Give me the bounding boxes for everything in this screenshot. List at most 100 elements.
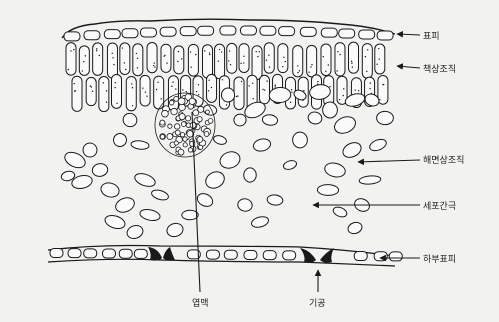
vein-cell bbox=[197, 117, 202, 122]
chloroplast-dot bbox=[297, 65, 298, 66]
chloroplast-dot bbox=[383, 84, 384, 85]
chloroplast-dot bbox=[136, 53, 137, 54]
chloroplast-dot bbox=[106, 102, 107, 103]
vein-cell bbox=[199, 145, 203, 149]
lower-epidermis-cell bbox=[102, 249, 115, 258]
chloroplast-dot bbox=[219, 49, 220, 50]
epidermis-cell bbox=[321, 28, 337, 37]
chloroplast-dot bbox=[221, 51, 222, 52]
chloroplast-dot bbox=[243, 56, 244, 57]
chloroplast-dot bbox=[96, 48, 97, 49]
lower-epidermis-cell bbox=[84, 249, 97, 258]
palisade-cell bbox=[79, 46, 89, 76]
spongy-cell bbox=[125, 223, 144, 240]
chloroplast-dot bbox=[172, 81, 173, 82]
chloroplast-dot bbox=[264, 89, 265, 90]
chloroplast-dot bbox=[182, 89, 183, 90]
epidermis-cell bbox=[279, 27, 295, 36]
spongy-cell bbox=[376, 111, 393, 125]
spongy-cell bbox=[347, 221, 364, 236]
spongy-cell bbox=[322, 102, 337, 118]
vein-cell bbox=[204, 132, 209, 137]
chloroplast-dot bbox=[112, 57, 113, 58]
chloroplast-dot bbox=[266, 60, 267, 61]
epidermis-cell bbox=[240, 26, 256, 35]
chloroplast-dot bbox=[310, 66, 311, 67]
lower-epidermis-cell bbox=[224, 250, 237, 259]
chloroplast-dot bbox=[378, 48, 379, 49]
chloroplast-dot bbox=[275, 85, 276, 86]
chloroplast-dot bbox=[358, 90, 359, 91]
chloroplast-dot bbox=[369, 88, 370, 89]
chloroplast-dot bbox=[337, 51, 338, 52]
spongy-cell bbox=[121, 111, 139, 129]
chloroplast-dot bbox=[142, 87, 143, 88]
label-stoma: 기공 bbox=[309, 296, 326, 309]
chloroplast-dot bbox=[379, 99, 380, 100]
chloroplast-dot bbox=[190, 66, 191, 67]
chloroplast-dot bbox=[198, 84, 199, 85]
palisade-cell bbox=[174, 46, 184, 74]
chloroplast-dot bbox=[226, 104, 227, 105]
vein-cell bbox=[178, 98, 185, 105]
chloroplast-dot bbox=[222, 79, 223, 80]
chloroplast-dot bbox=[329, 86, 330, 87]
vein-cell bbox=[205, 110, 209, 114]
epidermis-cell bbox=[300, 27, 316, 36]
palisade-cell bbox=[252, 46, 262, 80]
spongy-cell bbox=[202, 104, 217, 117]
palisade-cell bbox=[278, 44, 288, 73]
palisade-cell bbox=[107, 43, 117, 78]
chloroplast-dot bbox=[256, 51, 257, 52]
vein-cell bbox=[181, 122, 186, 127]
chloroplast-dot bbox=[116, 103, 117, 104]
spongy-cell bbox=[203, 169, 227, 192]
lower-epidermis-cell bbox=[206, 250, 219, 259]
palisade-cell bbox=[188, 44, 198, 76]
spongy-cell bbox=[368, 137, 388, 153]
chloroplast-dot bbox=[299, 70, 300, 71]
palisade-cell bbox=[239, 44, 249, 73]
chloroplast-dot bbox=[145, 91, 146, 92]
spongy-cell bbox=[212, 134, 227, 146]
palisade-cell bbox=[72, 76, 82, 111]
vein-cell bbox=[167, 134, 173, 140]
chloroplast-dot bbox=[154, 62, 155, 63]
label-vein: 엽맥 bbox=[192, 296, 209, 309]
chloroplast-dot bbox=[274, 86, 275, 87]
chloroplast-dot bbox=[114, 87, 115, 88]
chloroplast-dot bbox=[351, 61, 352, 62]
chloroplast-dot bbox=[297, 72, 298, 73]
chloroplast-dot bbox=[209, 54, 210, 55]
chloroplast-dot bbox=[257, 56, 258, 57]
chloroplast-dot bbox=[132, 87, 133, 88]
chloroplast-dot bbox=[68, 69, 69, 70]
palisade-cell bbox=[147, 43, 157, 73]
chloroplast-dot bbox=[103, 82, 104, 83]
chloroplast-dot bbox=[283, 57, 284, 58]
chloroplast-dot bbox=[73, 83, 74, 84]
epidermis-cell bbox=[339, 29, 355, 38]
chloroplast-dot bbox=[317, 81, 318, 82]
chloroplast-dot bbox=[153, 65, 154, 66]
spongy-cell bbox=[332, 205, 349, 219]
chloroplast-dot bbox=[339, 54, 340, 55]
chloroplast-dot bbox=[308, 71, 309, 72]
chloroplast-dot bbox=[137, 58, 138, 59]
chloroplast-dot bbox=[181, 58, 182, 59]
chloroplast-dot bbox=[96, 50, 97, 51]
vein-cell bbox=[174, 141, 178, 145]
spongy-cell bbox=[332, 114, 358, 137]
chloroplast-dot bbox=[161, 98, 162, 99]
chloroplast-dot bbox=[204, 50, 205, 51]
chloroplast-dot bbox=[351, 63, 352, 64]
chloroplast-dot bbox=[208, 90, 209, 91]
spongy-cell bbox=[221, 88, 234, 102]
label-palisade: 책상조직 bbox=[423, 62, 456, 75]
chloroplast-dot bbox=[379, 58, 380, 59]
chloroplast-dot bbox=[83, 61, 84, 62]
lower-epidermis bbox=[48, 246, 402, 267]
palisade-cell bbox=[349, 42, 359, 73]
chloroplast-dot bbox=[112, 53, 113, 54]
vein-cell bbox=[168, 124, 172, 128]
